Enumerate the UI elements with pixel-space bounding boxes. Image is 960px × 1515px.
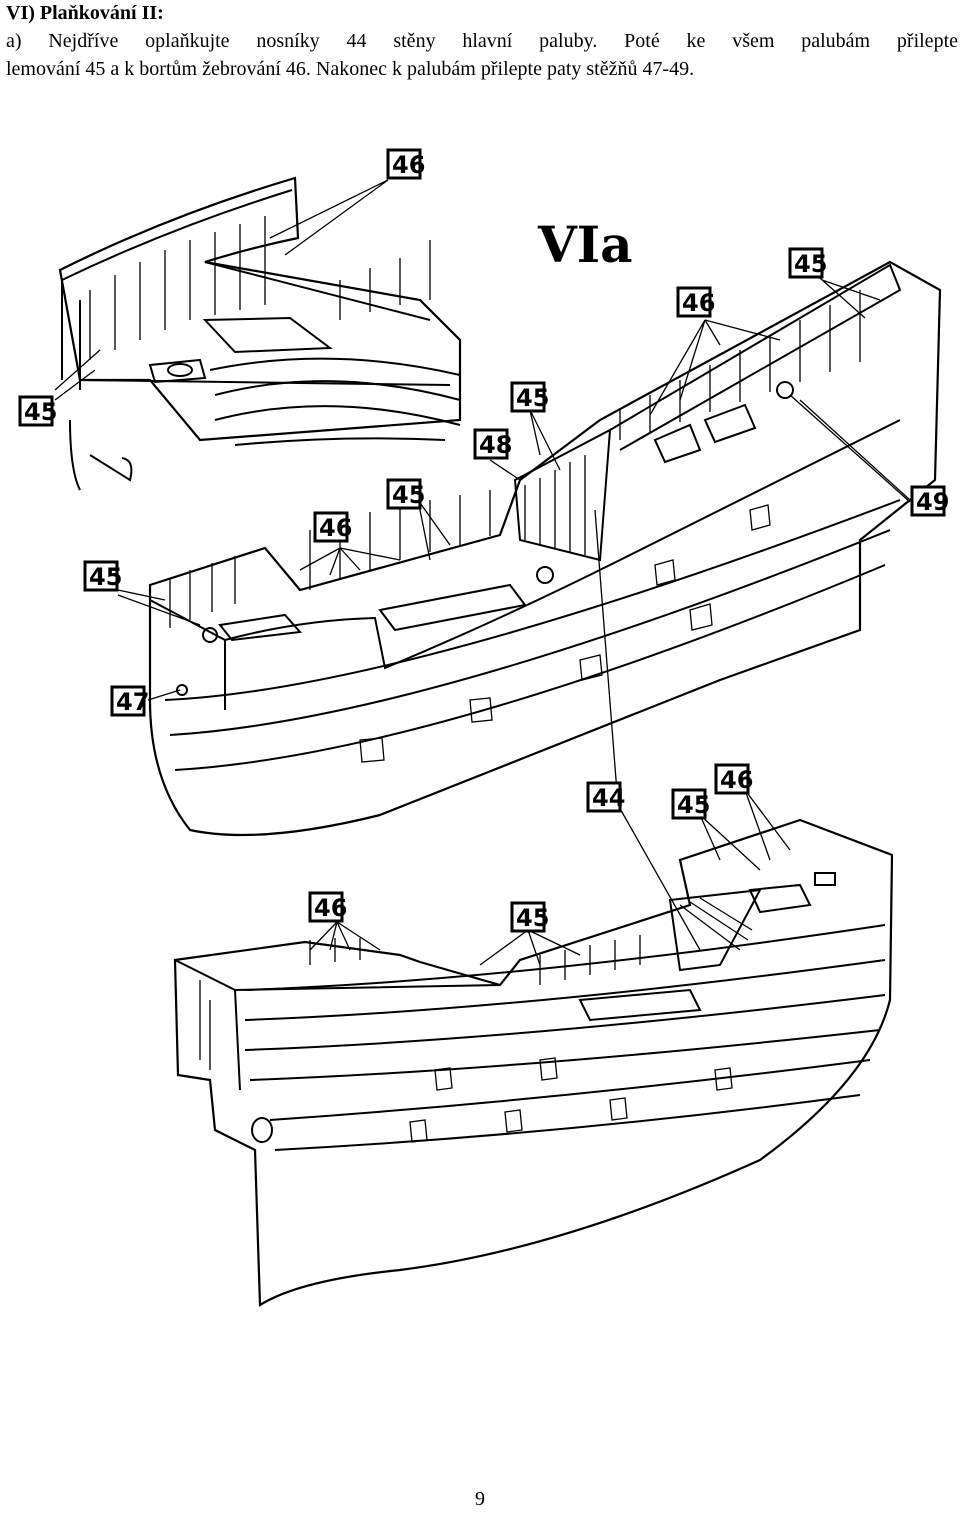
- callout-46-e: 46: [314, 894, 347, 922]
- instructions-line-1: a) Nejdříve oplaňkujte nosníky 44 stěny …: [6, 30, 958, 52]
- callout-48: 48: [479, 431, 512, 459]
- callout-45-d: 45: [392, 481, 425, 509]
- callout-45-a: 45: [24, 398, 57, 426]
- callout-46-b: 46: [682, 289, 715, 317]
- instructions-line-2: lemování 45 a k bortům žebrování 46. Nak…: [6, 58, 695, 80]
- main-hull-view: [148, 260, 942, 837]
- callout-45-b: 45: [794, 250, 827, 278]
- callout-45-c: 45: [516, 384, 549, 412]
- ship-assembly-drawing: 46 45 46 45 48 49 45 46 45 47 44 45 46 4…: [18, 148, 949, 1307]
- lower-hull-view: [173, 818, 894, 1307]
- callout-labels: 46 45 46 45 48 49 45 46 45 47 44 45 46 4…: [18, 148, 949, 933]
- callout-44: 44: [592, 784, 625, 812]
- callout-46-c: 46: [319, 514, 352, 542]
- page-number: 9: [475, 1488, 485, 1510]
- figure-title: VIa: [537, 215, 633, 274]
- callout-46-a: 46: [392, 151, 425, 179]
- callout-45-e: 45: [677, 791, 710, 819]
- section-heading: VI) Plaňkování II:: [6, 2, 164, 24]
- callout-47: 47: [116, 688, 149, 716]
- stern-detail-view: [58, 176, 462, 491]
- callout-45-f: 45: [516, 904, 549, 932]
- callout-leader-lines: [54, 179, 911, 966]
- callout-45-g: 45: [89, 563, 122, 591]
- callout-46-d: 46: [720, 766, 753, 794]
- instructions-paragraph: a) Nejdříve oplaňkujte nosníky 44 stěny …: [6, 27, 958, 83]
- callout-49: 49: [916, 488, 949, 516]
